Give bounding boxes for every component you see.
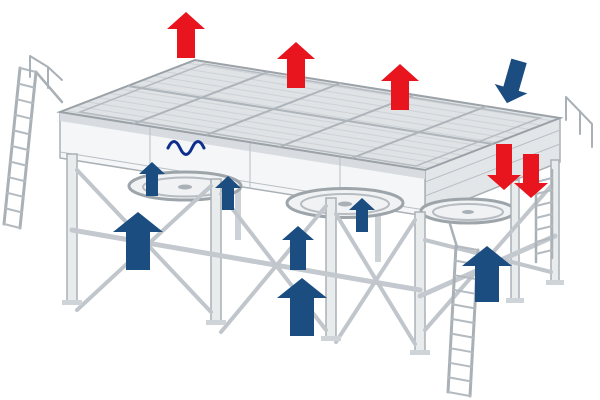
fan-ring-3 [419,197,517,225]
cool-air-arrows [113,58,528,336]
access-ladder-left [2,55,64,230]
heat-exchanger-deck [56,58,564,218]
cool-air-up-arrow-small-1 [139,162,165,196]
cool-air-up-arrow-medium [282,226,314,270]
cool-air-up-arrow-large-2 [277,278,327,336]
hot-air-up-arrow-3 [381,64,419,110]
hot-air-up-arrow-2 [277,42,315,88]
fan-ring-2 [285,187,405,219]
support-leg-6 [510,179,520,301]
cool-air-down-arrow-top-right [494,58,528,104]
support-leg-2 [210,178,222,323]
handrail-right [565,96,593,148]
cool-air-up-arrow-small-2 [215,176,241,210]
hot-air-up-arrow-1 [167,12,205,58]
hot-air-down-arrow-1 [487,144,521,190]
cool-air-up-arrow-small-3 [349,198,375,232]
hot-air-down-arrow-2 [514,154,548,198]
bundle-grid-lines [127,71,494,159]
hot-air-arrows [167,12,548,198]
alfa-laval-logo [166,140,206,156]
cool-air-up-arrow-large-3 [462,246,512,302]
cool-air-up-arrow-large-1 [113,212,163,270]
support-leg-3 [325,197,337,339]
